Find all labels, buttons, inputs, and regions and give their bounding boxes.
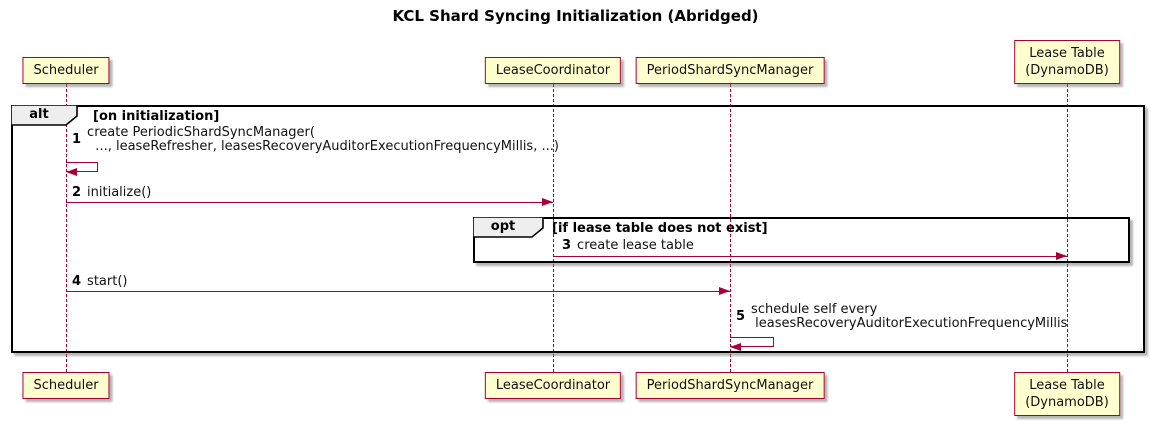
message-5-label: 5 schedule self every leasesRecoveryAudi… bbox=[736, 303, 1067, 331]
participant-leasecoordinator-top: LeaseCoordinator bbox=[484, 57, 622, 84]
alt-frame-label: alt bbox=[11, 105, 79, 126]
lifeline-scheduler bbox=[66, 84, 67, 372]
message-1-number: 1 bbox=[72, 132, 82, 147]
message-3-label: 3 create lease table bbox=[562, 239, 694, 253]
message-2-arrowhead-icon bbox=[542, 198, 553, 206]
message-4-arrowhead-icon bbox=[719, 287, 730, 295]
message-1-self-arrow bbox=[66, 162, 98, 172]
message-5-number: 5 bbox=[736, 309, 746, 324]
message-2-label: 2 initialize() bbox=[72, 186, 151, 200]
message-2-number: 2 bbox=[72, 185, 82, 200]
message-3-arrowhead-icon bbox=[1056, 252, 1067, 260]
participant-leasecoordinator-bottom: LeaseCoordinator bbox=[484, 372, 622, 399]
message-2-text: initialize() bbox=[87, 185, 152, 200]
lifeline-leasecoordinator bbox=[553, 84, 554, 372]
message-1-label: 1 create PeriodicShardSyncManager( ..., … bbox=[72, 126, 559, 154]
alt-operator: alt bbox=[29, 107, 49, 122]
message-4-arrow bbox=[66, 291, 730, 292]
lifeline-periodshardsyncmanager bbox=[730, 84, 731, 372]
participant-leasetable-bottom: Lease Table (DynamoDB) bbox=[1014, 372, 1120, 416]
participant-leasetable-top: Lease Table (DynamoDB) bbox=[1014, 40, 1120, 84]
alt-pentagon-icon bbox=[11, 105, 78, 126]
participant-scheduler-bottom: Scheduler bbox=[22, 372, 110, 399]
message-4-text: start() bbox=[87, 274, 128, 289]
message-5-text: schedule self every leasesRecoveryAudito… bbox=[751, 302, 1068, 331]
message-5-arrowhead-icon bbox=[730, 343, 741, 351]
participant-scheduler-top: Scheduler bbox=[22, 57, 110, 84]
participant-periodshardsyncmanager-top: PeriodShardSyncManager bbox=[635, 57, 825, 84]
message-5-self-arrow bbox=[730, 337, 774, 347]
alt-guard: [on initialization] bbox=[93, 109, 220, 124]
lifeline-leasetable bbox=[1067, 84, 1068, 372]
participant-periodshardsyncmanager-bottom: PeriodShardSyncManager bbox=[635, 372, 825, 399]
opt-frame-label: opt bbox=[473, 217, 545, 238]
diagram-title: KCL Shard Syncing Initialization (Abridg… bbox=[392, 7, 759, 25]
message-3-number: 3 bbox=[562, 238, 572, 253]
message-1-text: create PeriodicShardSyncManager( ..., le… bbox=[87, 125, 559, 154]
opt-frame: opt [if lease table does not exist] bbox=[473, 217, 1130, 263]
message-3-arrow bbox=[553, 256, 1067, 257]
message-1-arrowhead-icon bbox=[66, 168, 77, 176]
message-4-number: 4 bbox=[72, 274, 82, 289]
opt-guard: [if lease table does not exist] bbox=[552, 221, 768, 236]
alt-frame: alt [on initialization] bbox=[11, 105, 1145, 353]
message-2-arrow bbox=[66, 202, 553, 203]
message-4-label: 4 start() bbox=[72, 275, 127, 289]
opt-pentagon-icon bbox=[473, 217, 544, 238]
opt-operator: opt bbox=[490, 219, 516, 234]
message-3-text: create lease table bbox=[577, 238, 694, 253]
